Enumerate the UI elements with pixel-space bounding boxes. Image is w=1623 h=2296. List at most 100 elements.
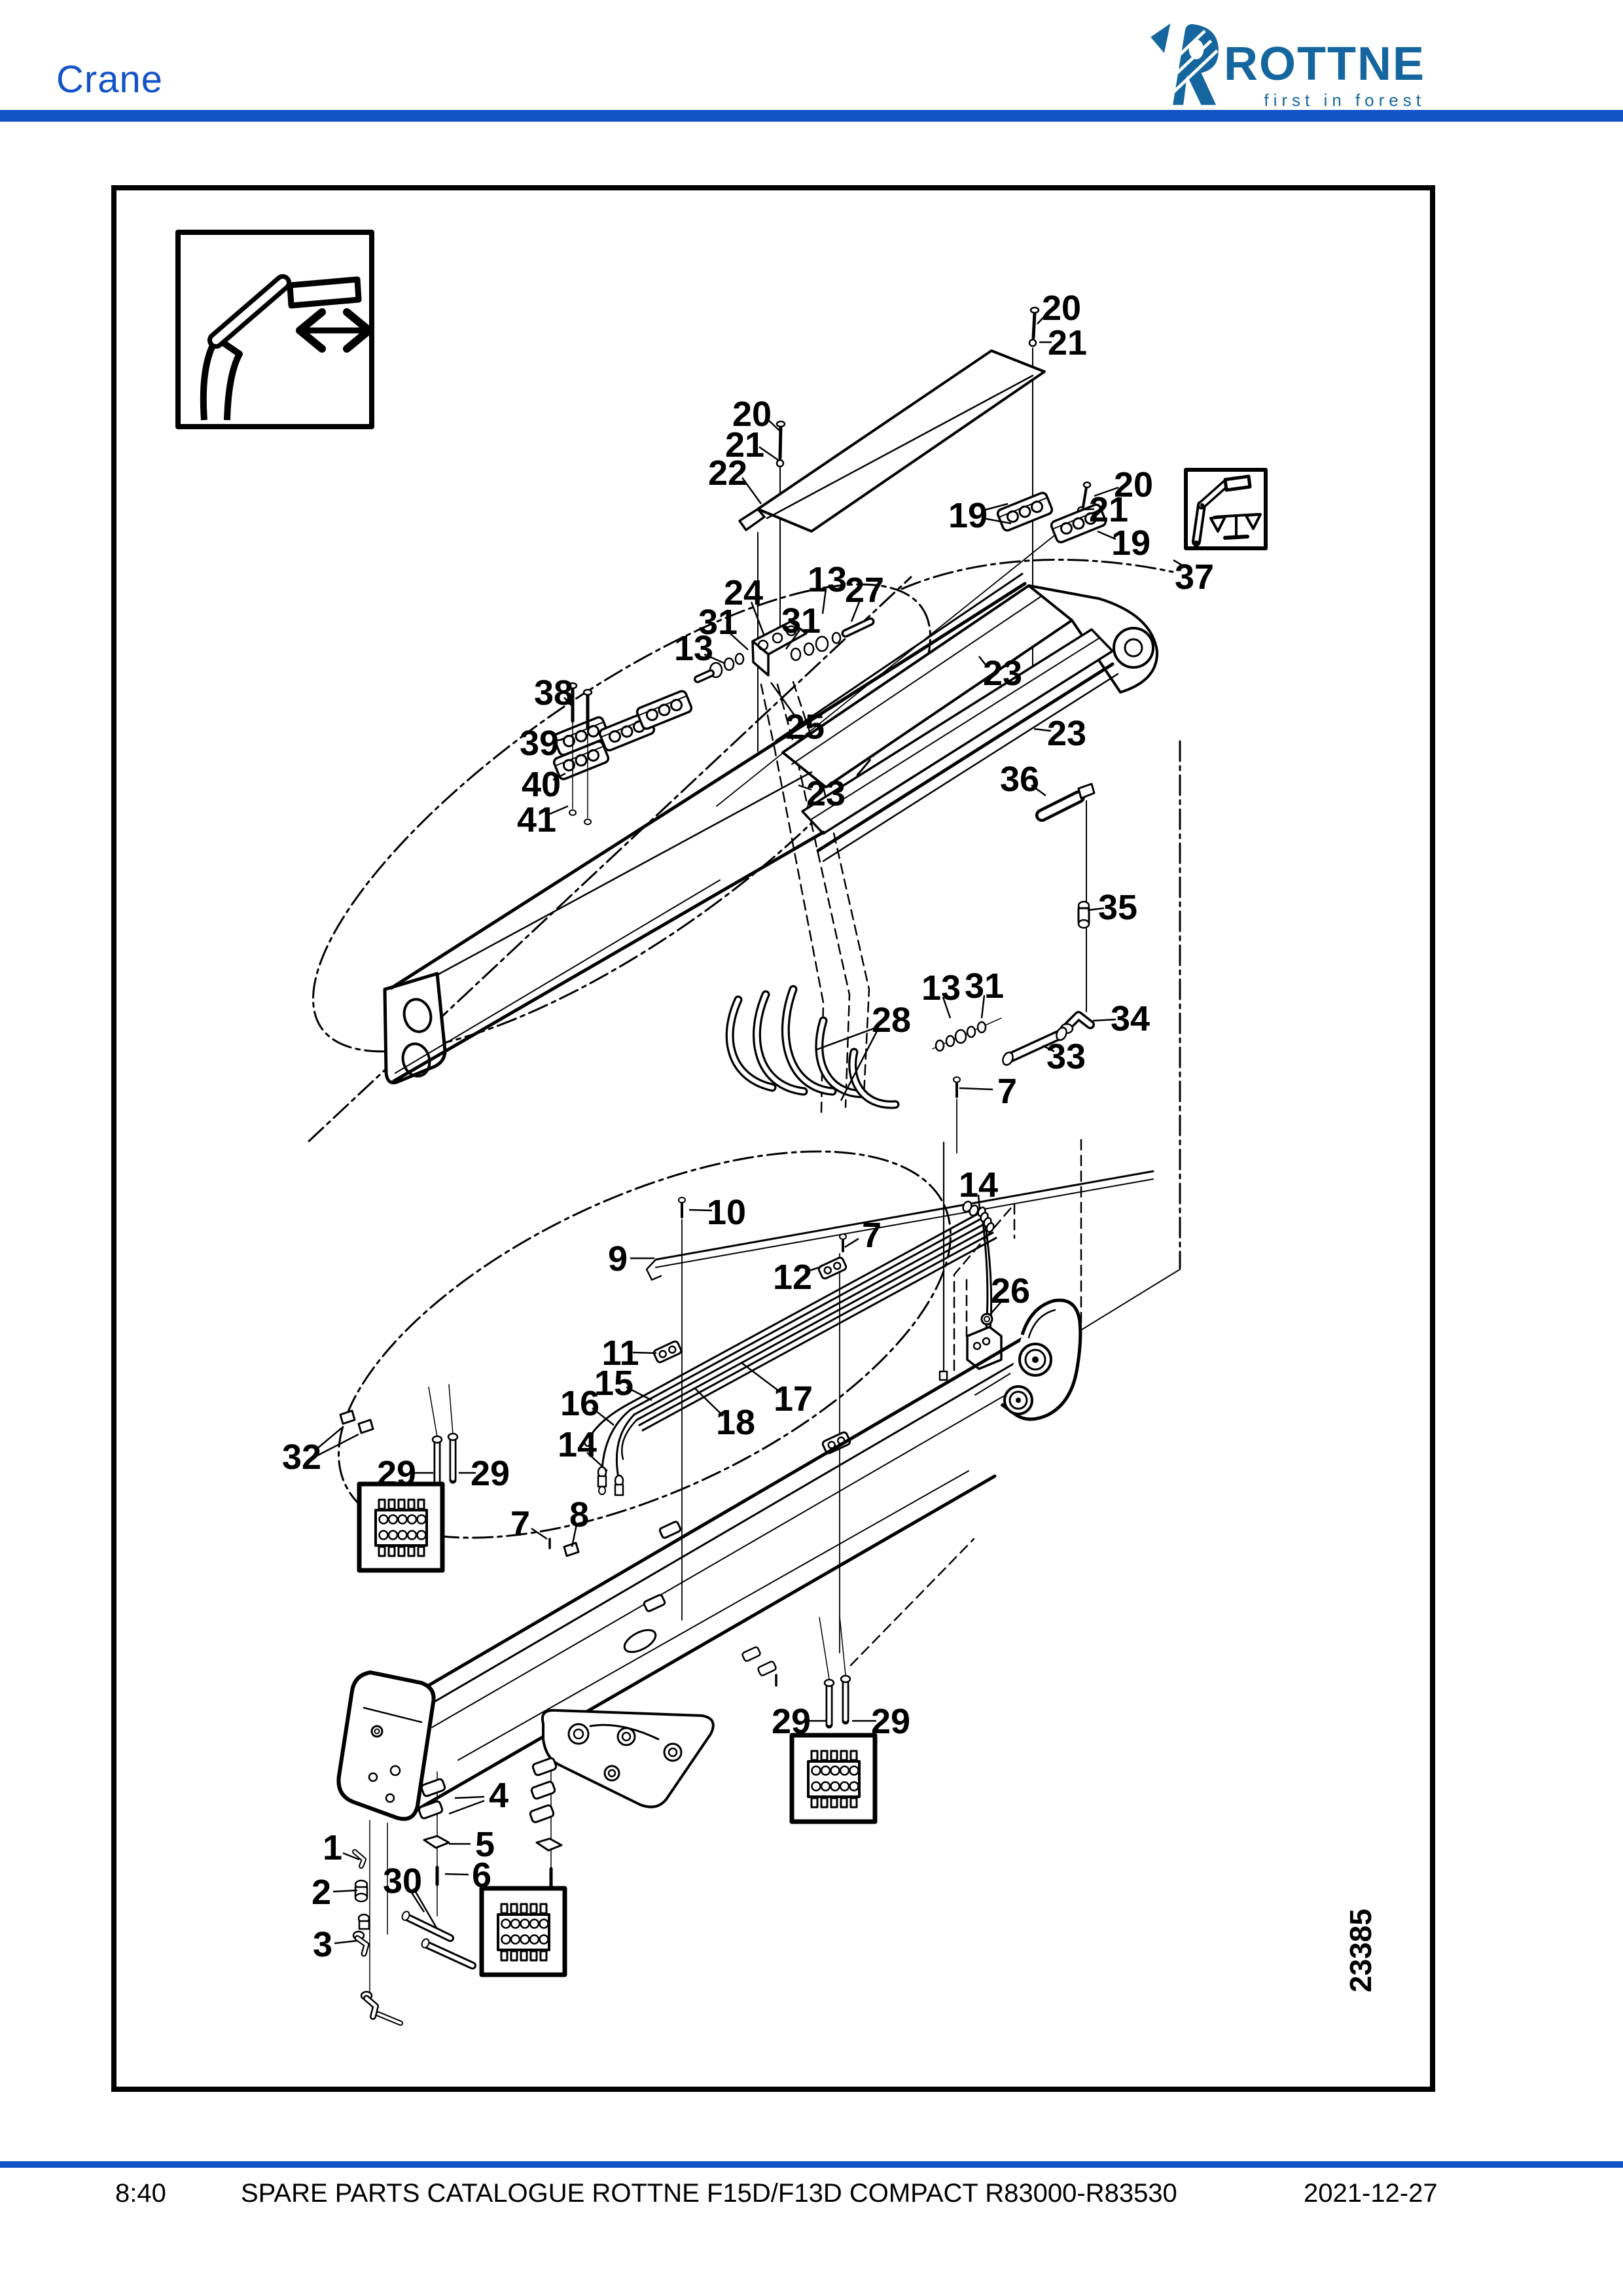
leader-line [412,1888,438,1930]
footer-page-time: 8:40 [115,2179,166,2208]
leader-line [531,1527,548,1540]
leader-line [342,1852,360,1861]
leader-line [1092,1018,1116,1022]
part-label: 13 [674,629,713,668]
part-label: 20 [1114,465,1153,504]
rottne-logo: ROTTNE first in forest [1147,22,1424,114]
footer-catalogue-title: SPARE PARTS CATALOGUE ROTTNE F15D/F13D C… [241,2179,1177,2208]
leader-line [942,997,952,1019]
part-label: 31 [965,966,1004,1006]
part-label: 17 [774,1379,813,1419]
footer-date: 2021-12-27 [1304,2179,1438,2208]
part-label: 14 [558,1425,597,1464]
part-label: 5 [475,1825,495,1864]
leader-line [850,598,862,622]
leader-line [626,1386,652,1402]
leader-line [332,1889,358,1893]
fittings-art [725,783,1096,1109]
part-label: 13 [808,560,847,599]
part-label: 26 [991,1271,1030,1311]
footer-rule [0,2161,1623,2168]
leader-line [785,629,801,650]
part-label: 34 [1111,999,1150,1038]
part-label: 27 [845,571,884,610]
clamp-blocks-art [551,490,1109,825]
part-label: 23 [806,774,846,813]
part-label: 2 [312,1873,331,1912]
part-label: 35 [1098,888,1137,927]
part-label: 8 [569,1495,589,1534]
part-label: 23 [983,654,1022,693]
part-label: 21 [1048,323,1087,362]
part-label: 4 [489,1776,508,1815]
part-label: 38 [534,673,573,713]
leader-line [315,1426,344,1451]
brand-tagline: first in forest [1264,90,1425,110]
part-label: 21 [1089,490,1128,529]
leader-line [982,517,1012,525]
part-label: 13 [921,968,961,1008]
part-label: 24 [724,573,763,612]
bottom-fittings-art [352,1849,476,2026]
leader-line [726,629,749,650]
header-rule [0,110,1623,122]
leader-line [408,1889,425,1913]
part-label: 28 [872,1000,911,1040]
leader-line [315,1433,359,1458]
leader-line [741,477,762,504]
leader-line [1097,530,1116,540]
part-label: 21 [725,425,764,465]
part-label: 7 [510,1504,530,1544]
leader-line [1173,559,1185,568]
leader-line [766,418,780,431]
leader-line [821,588,827,614]
drawing-number: 23385 [1344,1909,1378,1992]
part-label: 33 [1046,1037,1086,1076]
part-label: 31 [698,603,738,642]
leader-line [1080,508,1095,511]
part-label: 37 [1175,557,1214,597]
leader-line [1087,907,1105,911]
exploded-diagram: 23385 2021202122192021193724311331132725… [175,230,1378,2026]
crane-load-scale-icon [1184,468,1268,550]
crane-extension-icon [175,230,374,429]
leader-line [758,446,779,461]
brand-name: ROTTNE [1224,38,1425,90]
leader-line [704,653,726,665]
part-label: 14 [959,1165,998,1205]
leader-line [586,1452,608,1472]
leader-line [1033,728,1052,732]
leader-line [551,738,563,743]
part-label: 23 [1047,714,1086,753]
leader-line [804,1265,822,1273]
part-label: 29 [871,1702,910,1741]
leader-line [334,1939,358,1945]
leader-line [552,772,566,781]
part-label: 19 [948,496,988,535]
leader-line [740,1362,781,1393]
part-labels: 2021202122192021193724311331132725232323… [282,289,1214,1964]
tube-bundle-art [583,1170,1154,1496]
leader-line [798,784,812,791]
part-label: 25 [785,707,825,747]
part-label: 16 [560,1384,599,1423]
part-label: 20 [732,395,772,434]
part-label: 30 [383,1862,422,1901]
leader-line [592,1407,615,1426]
part-label: 22 [708,453,747,493]
leader-line [448,1799,485,1815]
part-label: 6 [472,1856,491,1895]
page-title: Crane [56,58,163,101]
part-label: 20 [1042,289,1081,328]
leader-line [1042,1044,1055,1053]
part-label: 40 [522,765,561,804]
leader-line [844,1237,859,1248]
part-label: 36 [1000,760,1039,799]
part-label: 29 [377,1454,416,1493]
leader-line [978,656,988,668]
leader-line [571,1524,578,1547]
part-label: 39 [520,724,559,763]
leader-line [977,1194,981,1210]
